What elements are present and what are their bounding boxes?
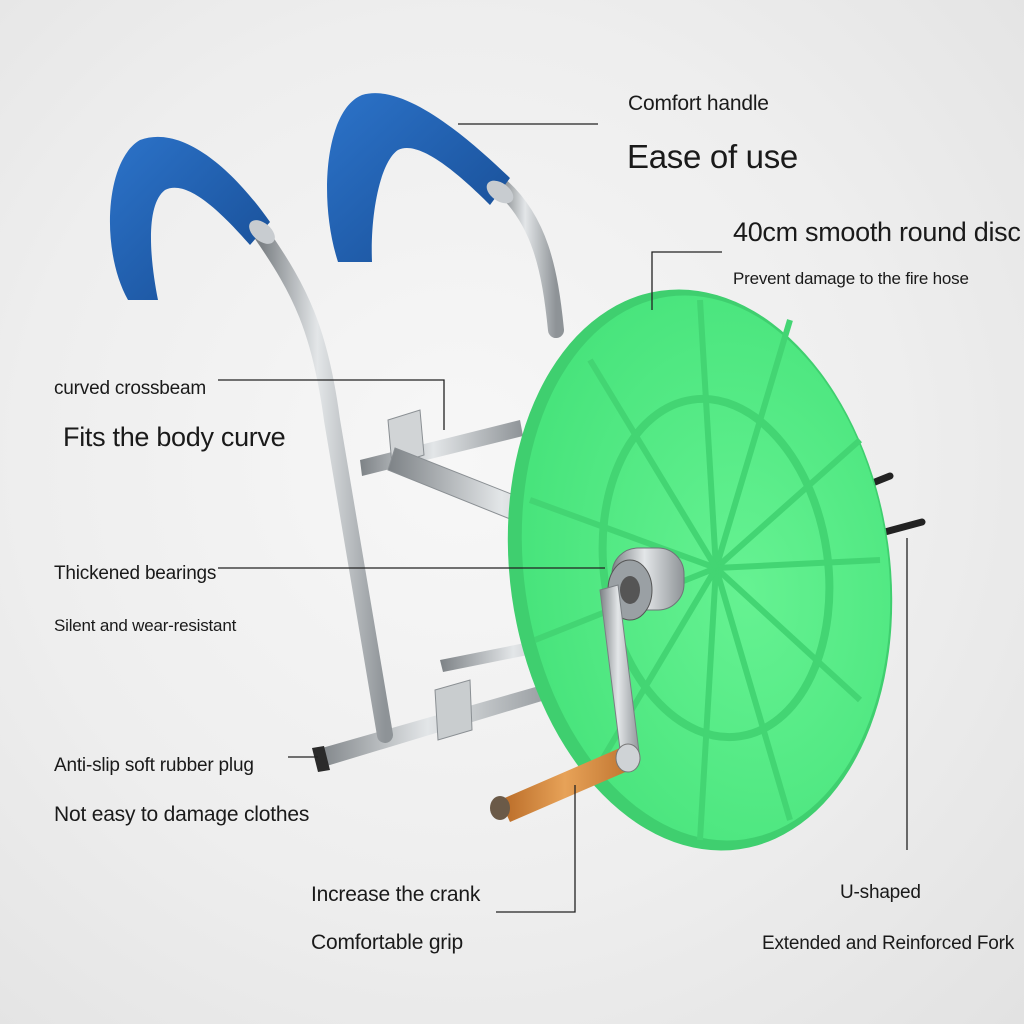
round-disc — [507, 289, 893, 851]
rubber-plug-subtitle: Not easy to damage clothes — [54, 803, 310, 826]
crank — [490, 584, 641, 822]
rubber-plug-title: Anti-slip soft rubber plug — [54, 755, 254, 776]
bearings-subtitle: Silent and wear-resistant — [54, 616, 237, 635]
bearings-title: Thickened bearings — [54, 563, 217, 584]
handle-grips — [109, 93, 514, 300]
fork-title: U-shaped — [840, 882, 921, 903]
fork-subtitle: Extended and Reinforced Fork — [762, 933, 1015, 954]
crossbeam-subtitle: Fits the body curve — [63, 422, 286, 452]
callout-lines — [218, 123, 908, 913]
comfort-handle-subtitle: Ease of use — [627, 138, 798, 175]
crank-subtitle: Comfortable grip — [311, 931, 464, 954]
crossbeam-title: curved crossbeam — [54, 378, 207, 399]
comfort-handle-title: Comfort handle — [628, 92, 769, 115]
crank-title: Increase the crank — [311, 883, 481, 906]
round-disc-subtitle: Prevent damage to the fire hose — [733, 269, 969, 288]
round-disc-title: 40cm smooth round disc — [733, 217, 1021, 247]
